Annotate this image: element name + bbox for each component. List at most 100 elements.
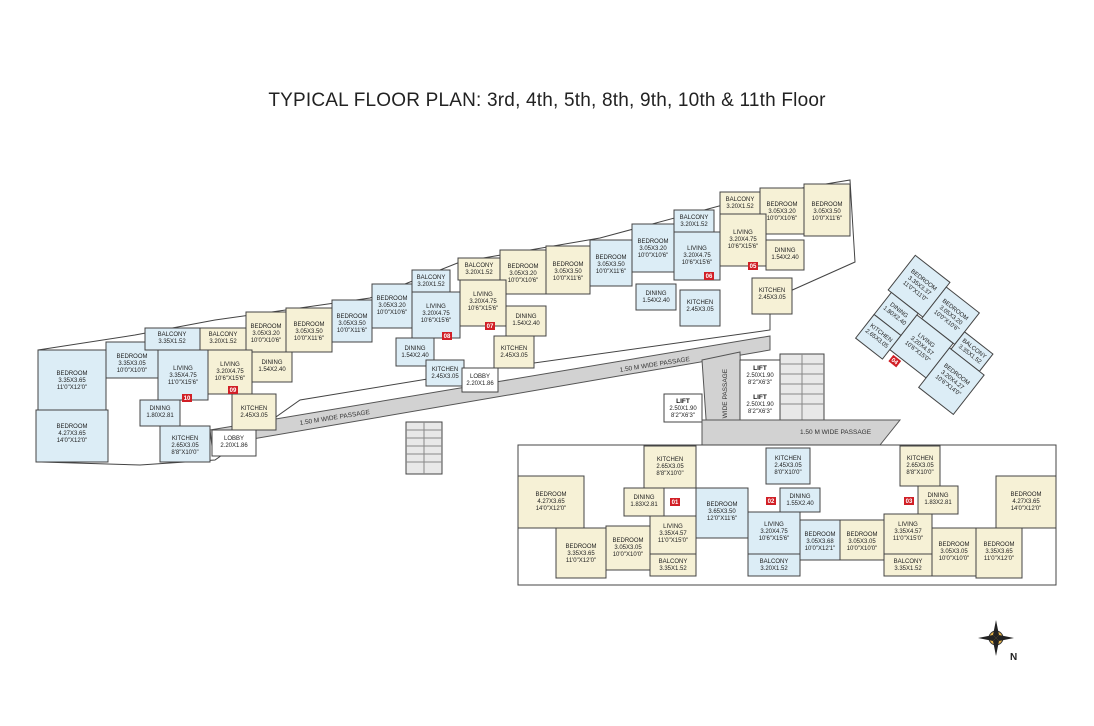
unit-number: 03 [906, 499, 913, 505]
room-name: BEDROOM [535, 492, 566, 498]
room-size: 3.05X3.50 [554, 269, 582, 275]
unit-01-dining[interactable] [623, 487, 665, 517]
unit-07-dining[interactable] [505, 305, 547, 337]
lobby-b[interactable] [461, 367, 499, 393]
unit-07-living[interactable] [459, 279, 507, 327]
room-size: 4.27X3.65 [58, 431, 86, 437]
unit-04[interactable]: BEDROOM 3.35X3.37 11'0"X11'0" BEDROOM 3.… [852, 254, 1016, 416]
unit-05-kitchen[interactable] [751, 277, 793, 315]
unit-08-kitchen[interactable] [425, 359, 465, 387]
unit-09-kitchen[interactable] [231, 393, 277, 431]
unit-02-bedroom-1[interactable] [695, 487, 749, 539]
unit-04-kitchen[interactable] [854, 313, 902, 360]
unit-02-kitchen[interactable] [765, 447, 811, 485]
room-name: BEDROOM [565, 544, 596, 550]
room-size: 3.05X3.20 [509, 271, 537, 277]
room-name: BALCONY [726, 197, 755, 203]
room-size: 3.05X3.68 [806, 539, 834, 545]
unit-10-kitchen[interactable] [159, 425, 211, 463]
unit-03-dining[interactable] [917, 485, 959, 515]
unit-01-bedroom-1[interactable] [517, 475, 585, 529]
room-size-ft: 10'0"X11'6" [812, 216, 842, 222]
unit-03-bedroom-2[interactable] [975, 527, 1023, 579]
room-size-ft: 12'0"X11'6" [707, 516, 737, 522]
room-size: 3.20X4.75 [422, 311, 450, 317]
room-size: 1.54X2.40 [512, 321, 540, 327]
passage-label-3: 2.45 M WIDE PASSAGE [722, 368, 729, 440]
unit-01-balcony[interactable] [649, 553, 697, 577]
unit-02[interactable]: BEDROOM 3.65X3.50 12'0"X11'6" KITCHEN 2.… [695, 447, 841, 577]
unit-03-balcony[interactable] [883, 553, 933, 577]
unit-01[interactable]: BEDROOM 4.27X3.65 14'0"X12'0" BEDROOM 3.… [517, 445, 697, 579]
unit-10-bedroom-3[interactable] [35, 409, 109, 463]
unit-08-balcony[interactable] [411, 269, 451, 293]
unit-03-bedroom-3[interactable] [839, 519, 885, 561]
room-size-ft: 10'6"X15'6" [759, 536, 790, 542]
unit-03-bedroom-1[interactable] [995, 475, 1057, 529]
room-name: BEDROOM [376, 296, 407, 302]
unit-02-living[interactable] [747, 511, 801, 555]
unit-06-bedroom-1[interactable] [631, 223, 675, 273]
room-name: DINING [405, 346, 426, 352]
unit-10[interactable]: BEDROOM 3.35X3.65 11'0"X12'0" BEDROOM 3.… [35, 327, 211, 463]
room-size-ft: 8'8"X10'0" [906, 470, 933, 476]
unit-05-balcony[interactable] [719, 191, 761, 215]
unit-01-tag [670, 498, 680, 506]
unit-08-bedroom-2[interactable] [331, 299, 373, 343]
room-name: DINING [516, 314, 537, 320]
unit-03-living[interactable] [883, 513, 933, 555]
unit-08-bedroom-1[interactable] [371, 283, 413, 329]
unit-07-balcony[interactable] [457, 257, 501, 281]
unit-07-kitchen[interactable] [493, 335, 535, 369]
room-size-ft: 10'0"X11'6" [596, 269, 626, 275]
unit-05-bedroom-2[interactable] [803, 183, 851, 237]
unit-07-bedroom-1[interactable] [499, 249, 547, 295]
room-size-ft: 10'0"X10'0" [939, 556, 970, 562]
staircase-west [405, 421, 443, 475]
room-size: 2.45X3.05 [240, 413, 268, 419]
unit-03-tag [904, 497, 914, 505]
room-name: BALCONY [760, 559, 789, 565]
room-size-ft: 10'0"X11'6" [553, 276, 583, 282]
room-size: 3.05X3.50 [597, 262, 625, 268]
unit-09-dining[interactable] [251, 351, 293, 383]
unit-01-living[interactable] [649, 515, 697, 555]
room-size: 3.35X3.65 [985, 549, 1013, 555]
room-size-ft: 8'8"X10'0" [656, 471, 683, 477]
room-name: BEDROOM [766, 202, 797, 208]
unit-03[interactable]: KITCHEN 2.65X3.05 8'8"X10'0" DINING 1.83… [839, 445, 1057, 579]
room-size: 1.54X2.40 [258, 367, 286, 373]
room-size: 3.20X1.52 [726, 204, 754, 210]
room-size: 3.05X3.05 [940, 549, 968, 555]
unit-05-living[interactable] [719, 213, 767, 267]
unit-08[interactable]: BEDROOM 3.05X3.50 10'0"X11'6" BEDROOM 3.… [331, 269, 465, 387]
unit-01-bedroom-3[interactable] [605, 525, 651, 571]
lift-size: 2.50X1.90 [746, 402, 774, 408]
unit-01-kitchen[interactable] [643, 445, 697, 489]
lift-name: LIFT [676, 398, 690, 405]
room-size-ft: 11'0"X15'6" [168, 380, 198, 386]
unit-10-living[interactable] [157, 349, 209, 401]
unit-06-kitchen[interactable] [679, 289, 721, 327]
lobby-a[interactable] [211, 429, 257, 457]
unit-06-dining[interactable] [635, 283, 677, 311]
room-size-ft: 11'0"X15'0" [893, 536, 923, 542]
unit-05[interactable]: BALCONY 3.20X1.52 BEDROOM 3.05X3.20 10'0… [719, 183, 851, 315]
room-name: KITCHEN [907, 456, 933, 462]
room-size: 2.45X3.05 [774, 463, 802, 469]
unit-04-bedroom-3[interactable] [917, 347, 985, 416]
unit-06[interactable]: BEDROOM 3.05X3.50 10'0"X11'6" BEDROOM 3.… [589, 209, 721, 327]
unit-05-dining[interactable] [765, 239, 805, 271]
room-size: 3.05X3.20 [768, 209, 796, 215]
room-size-ft: 14'0"X12'0" [57, 438, 88, 444]
unit-number: 04 [890, 357, 899, 366]
unit-02-dining[interactable] [779, 487, 821, 513]
unit-06-balcony[interactable] [673, 209, 715, 233]
unit-10-bedroom-1[interactable] [37, 349, 107, 411]
unit-01-bedroom-2[interactable] [555, 527, 607, 579]
room-size-ft: 10'0"X10'6" [767, 216, 798, 222]
unit-10-dining[interactable] [139, 399, 181, 427]
unit-05-bedroom-1[interactable] [759, 187, 805, 235]
unit-02-balcony[interactable] [747, 553, 801, 577]
unit-09[interactable]: BALCONY 3.20X1.52 BEDROOM 3.05X3.20 10'0… [199, 307, 333, 457]
